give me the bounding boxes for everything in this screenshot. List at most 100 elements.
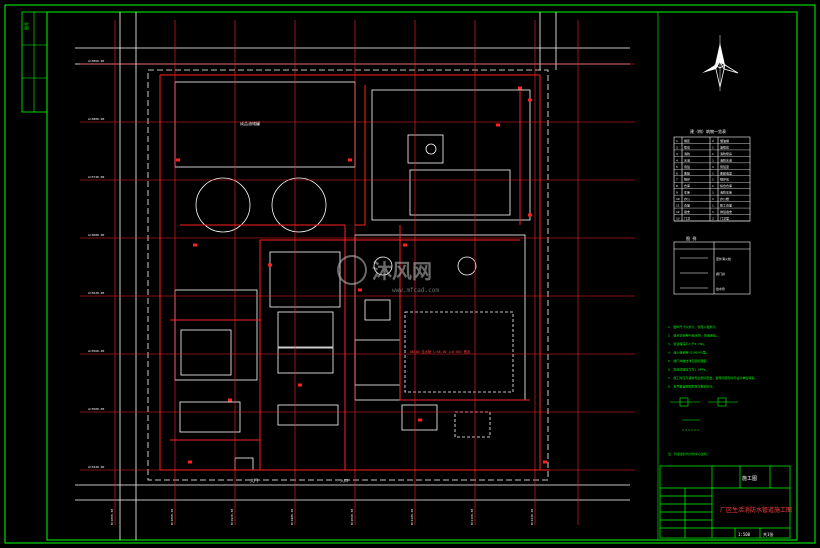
legend-cell: 职工食堂 [720,203,732,208]
symbol-row-label: 室外消火栓 [716,256,731,261]
grid-col-label: B=1980.00 [290,509,294,525]
fire-hydrant-icon [528,98,532,102]
legend-cell: 13 [676,217,680,221]
legend-cell: 值班室 [720,164,729,169]
watermark-logo-icon [337,255,367,285]
legend-cell: 锅炉 [684,177,690,182]
oil-tank-1 [195,177,251,233]
tank-area-label: 成品油储罐 [240,120,260,126]
design-notes: 1. 图中尺寸以米计，管径以毫米计。2. 给水管采用PE给水管，热熔连接。3. … [668,324,757,389]
legend-cell: 4 [676,158,678,162]
watermark-url: www.mfcad.com [392,287,439,294]
legend-cell: 1 [712,197,714,201]
legend-cell: 食堂 [684,203,690,208]
legend-cell: 倒班宿舍 [720,209,732,214]
legend-cell: 消防 [684,151,690,156]
note-item: 6. 管道试验压力为1.0MPa。 [668,367,708,372]
legend-cell: 变配电室 [720,170,732,175]
binding-strip-label: 图号 [23,22,29,30]
legend-cell: 1 [712,152,714,156]
legend-cell: 罐区 [684,138,690,143]
grid-row-label: A=3860.00 [88,59,104,63]
legend-cell: 12 [676,210,680,214]
title-block [659,465,791,539]
note-item: 8. 未尽事宜按国家现行规范执行。 [668,384,715,389]
legend-cell: 6 [676,171,678,175]
notes-footer: 注：管道坐标均为管中心坐标。 [668,451,710,456]
watermark: 沐风网 www.mfcad.com [337,255,439,294]
coordinate-grid: A=3860.00A=3800.00A=3740.00A=3680.00A=36… [80,20,635,525]
grid-row-label: A=3500.00 [88,407,104,411]
binding-strip: 图号 [21,11,48,113]
legend-cell: 门卫 [684,216,690,221]
watermark-text: 沐风网 [372,259,432,283]
grid-row-label: A=3440.00 [88,465,104,469]
grid-col-label: B=1860.00 [170,509,174,525]
water-pipe [355,85,366,226]
legend-cell: 锅炉房 [720,177,729,182]
fire-hydrant-icon [418,418,422,422]
fire-hydrant-icon [268,263,272,267]
fire-hydrant-icon [188,460,192,464]
legend-cell: 10 [676,197,680,201]
legend-cell: 2 [712,139,714,143]
legend-cell: 仓库 [684,183,690,188]
legend-cell: 5 [676,165,678,169]
fire-hydrant-icon [298,383,302,387]
side-gate-label: 入口 [340,478,348,483]
legend-cell: 1 [712,165,714,169]
legend-cell: 1 [712,210,714,214]
grid-col-label: B=2040.00 [350,509,354,525]
note-item: 4. 消火栓采用SS100/65型。 [668,350,709,355]
legend-cell: 消防水池 [720,157,732,162]
fire-hydrant-icon [228,398,232,402]
drawing-stage: 施工图 [742,475,757,482]
fire-hydrant-icon [518,86,522,90]
pipe-callout: DN100 给水管 L=56.00 i=0.003 敷设 [410,349,471,354]
sheet-border [4,4,816,544]
legend-cell: 1 [712,158,714,162]
symbol-row-label: 阀门井 [716,271,725,276]
legend-cell: 水池 [684,157,690,162]
note-item: 5. 阀门井做法详见国标图集。 [668,358,709,363]
fire-hydrant-icon [528,213,532,217]
legend-cell: 油泵房 [720,144,729,149]
main-gate-label: 大门 [250,477,258,483]
sheet-count: 共1张 [763,531,773,537]
fire-hydrant-icon [358,288,362,292]
legend-cell: 1 [712,184,714,188]
legend-cell: 储油罐 [720,138,729,143]
fire-hydrant-icon [193,243,197,247]
symbol-table-title: 图 例 [686,235,696,241]
oil-tank-2 [271,177,327,233]
legend-cell: 11 [676,204,680,208]
legend-cell: 车库 [684,190,690,195]
fire-hydrant-icon [348,158,352,162]
legend-cell: 消防车库 [720,190,732,195]
fire-hydrant-icon [176,158,180,162]
grid-col-label: B=2100.00 [410,509,414,525]
grid-row-label: A=3680.00 [88,233,104,237]
legend-cell: 泵房 [684,144,690,149]
note-item: 2. 给水管采用PE给水管，热熔连接。 [668,333,719,338]
grid-row-label: A=3560.00 [88,349,104,353]
legend-cell: 办公楼 [720,196,729,201]
legend-cell: 7 [676,178,678,182]
legend-cell: 1 [712,171,714,175]
fire-hydrant-icon [496,123,500,127]
water-pipe [399,225,530,401]
legend-cell: 1 [712,204,714,208]
grid-row-label: A=3800.00 [88,117,104,121]
legend-cell: 变配 [684,170,690,175]
legend-cell: 1 [676,139,678,143]
grid-col-label: B=2160.00 [470,509,474,525]
fire-hydrant-icon [403,243,407,247]
grid-row-label: A=3620.00 [88,291,104,295]
legend-cell: 消防泵房 [720,151,732,156]
legend-cell: 综合仓库 [720,183,732,188]
north-arrow-icon [702,35,739,91]
note-item: 3. 管道埋深不小于0.70m。 [668,341,706,346]
drawing-title: 厂区生活消防水管道施工图 [720,506,792,514]
note-item: 7. 施工时应与其他专业密切配合，发现问题及时与设计单位联系。 [668,375,757,380]
